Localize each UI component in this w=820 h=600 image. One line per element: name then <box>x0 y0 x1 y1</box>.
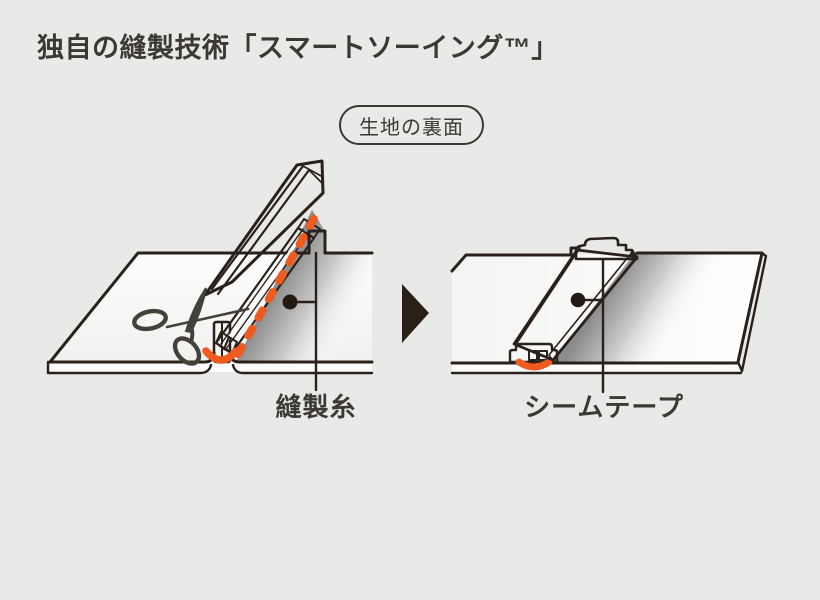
tape-callout-dot <box>570 292 586 308</box>
interlining-cut-end-2 <box>223 336 238 354</box>
fabric-top-edge <box>48 229 374 364</box>
interlining-top-cap <box>297 218 321 239</box>
thread-loop <box>515 358 553 371</box>
page-title: 独自の縫製技術「スマートソーイング™」 <box>37 33 559 63</box>
seam-tape-label: シームテープ <box>524 392 684 422</box>
fabric-shading <box>236 210 372 362</box>
after-diagram <box>450 236 768 394</box>
scissors-icon <box>132 287 250 366</box>
seam-tape-ridge-line <box>516 247 581 344</box>
seam-tape <box>512 236 639 362</box>
thread-loop <box>202 347 240 364</box>
seam-tape-end-cap <box>574 236 639 261</box>
arrow-right-icon <box>402 284 429 343</box>
fabric-shading <box>552 253 762 362</box>
fabric-thickness <box>452 363 740 372</box>
thread-callout-dot <box>282 294 298 310</box>
tape-cross-section <box>508 342 559 364</box>
stitch-line <box>234 211 320 358</box>
before-diagram <box>46 159 374 392</box>
fabric-bottom-edge-2 <box>46 360 374 375</box>
fabric-backside-badge: 生地の裏面 <box>339 105 484 145</box>
fabric-top-edge <box>450 246 764 364</box>
thread-label: 縫製糸 <box>275 392 357 422</box>
seam-allowance-bar <box>203 159 325 297</box>
